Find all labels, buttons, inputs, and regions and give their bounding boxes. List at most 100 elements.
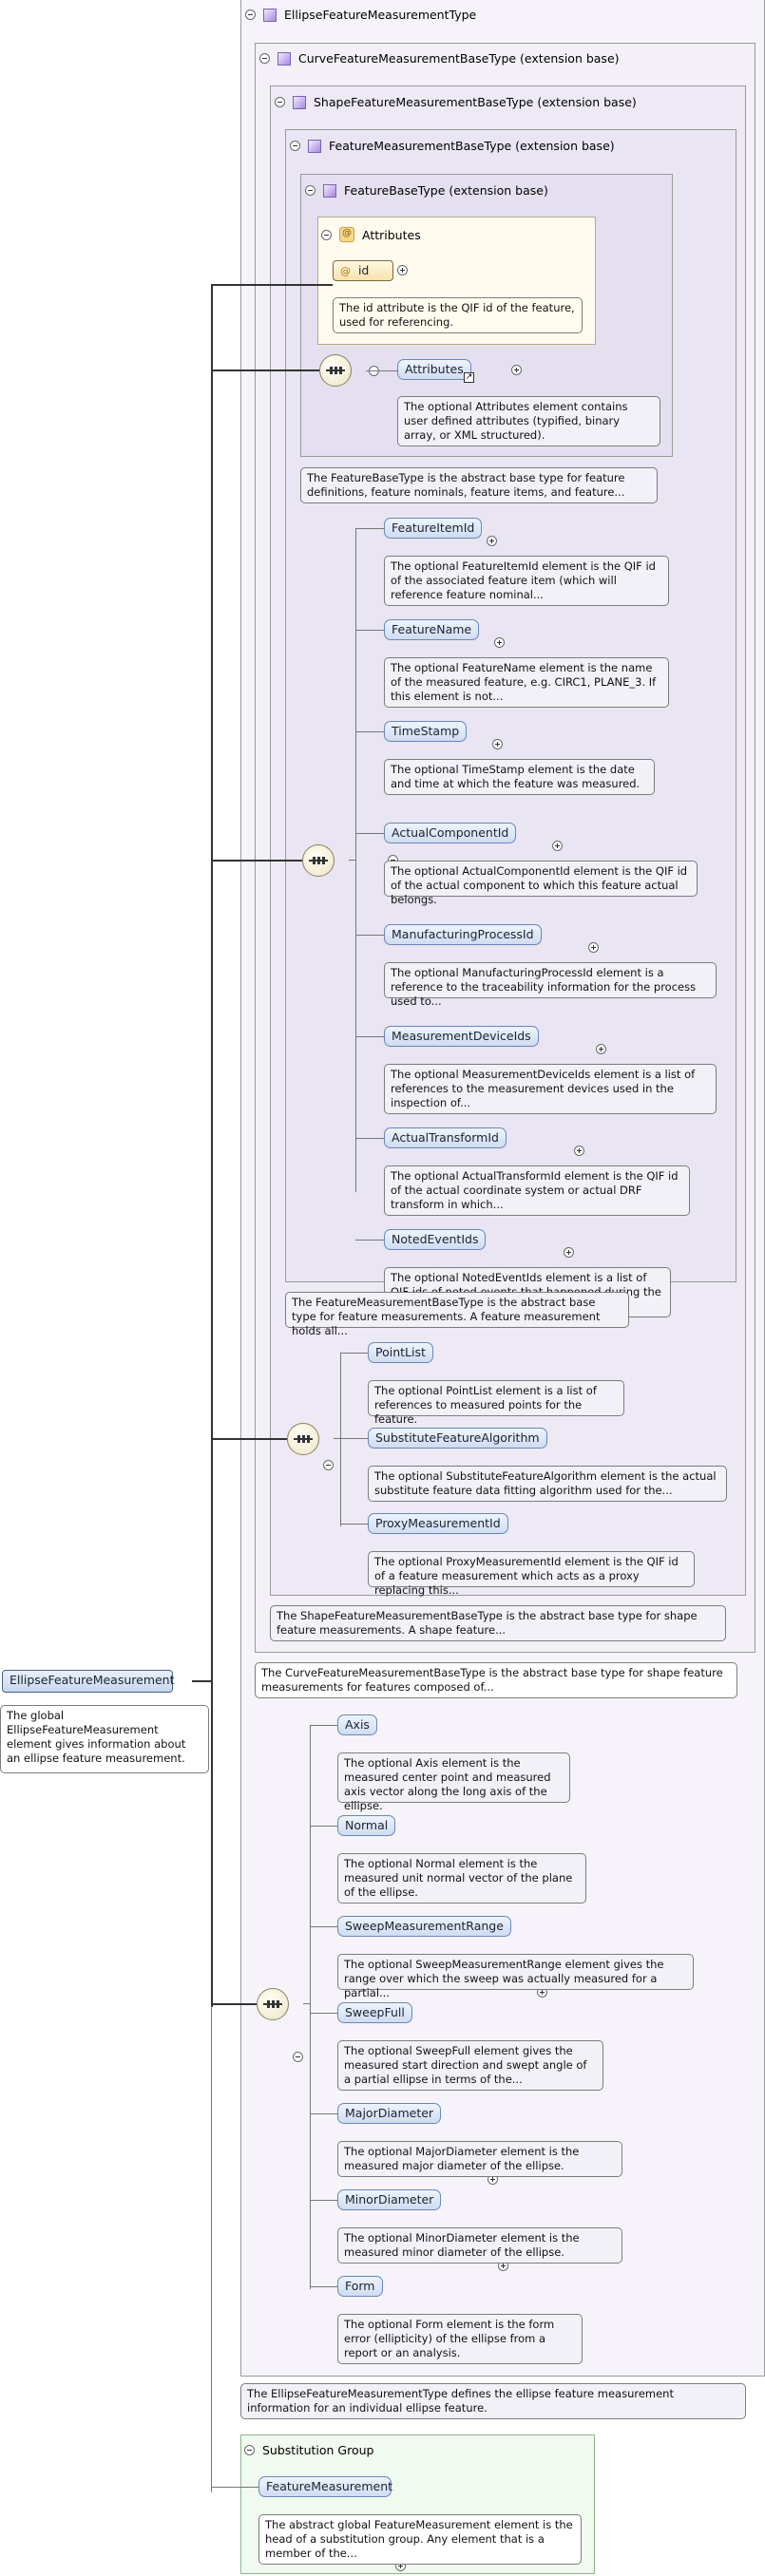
connector: [310, 2200, 337, 2201]
collapse-icon[interactable]: [293, 2052, 303, 2062]
expand-icon[interactable]: [510, 365, 522, 375]
attributes-element[interactable]: Attributes: [397, 359, 471, 380]
element-label: ActualTransformId: [392, 1130, 499, 1145]
expand-icon[interactable]: [574, 1146, 584, 1156]
ellipse-doc: The EllipseFeatureMeasurementType define…: [240, 2383, 746, 2419]
collapse-icon[interactable]: [244, 2445, 255, 2455]
element-doc: The optional TimeStamp element is the da…: [384, 759, 655, 795]
shape-doc: The ShapeFeatureMeasurementBaseType is t…: [270, 1605, 726, 1641]
collapse-icon[interactable]: [321, 229, 332, 240]
expand-icon[interactable]: [494, 637, 505, 648]
feature-measurement-doc: The abstract global FeatureMeasurement e…: [258, 2514, 582, 2565]
featmeas-type-header[interactable]: FeatureMeasurementBaseType (extension ba…: [290, 139, 615, 153]
element-featureitemid[interactable]: FeatureItemId: [384, 518, 483, 539]
collapse-icon[interactable]: [245, 9, 256, 20]
element-normal[interactable]: Normal: [337, 1815, 396, 1836]
expand-icon[interactable]: [596, 1044, 606, 1054]
complex-type-icon: [308, 139, 321, 153]
sequence-icon[interactable]: [302, 844, 335, 877]
element-label: ActualComponentId: [392, 825, 509, 840]
expand-icon[interactable]: [588, 942, 599, 953]
element-sweepmeasurementrange[interactable]: SweepMeasurementRange: [337, 1916, 511, 1937]
feature-measurement-element[interactable]: FeatureMeasurement: [258, 2476, 392, 2497]
connector: [211, 369, 319, 371]
connector: [355, 528, 384, 529]
connector: [310, 2113, 337, 2114]
collapse-icon[interactable]: [305, 185, 316, 196]
element-timestamp[interactable]: TimeStamp: [384, 721, 468, 742]
connector: [355, 529, 356, 1192]
element-actualcomponentid[interactable]: ActualComponentId: [384, 823, 517, 843]
connector: [349, 860, 355, 861]
expand-icon[interactable]: [564, 1247, 574, 1258]
collapse-icon[interactable]: [275, 97, 285, 107]
curve-type-header[interactable]: CurveFeatureMeasurementBaseType (extensi…: [259, 51, 620, 66]
element-doc: The optional SweepMeasurementRange eleme…: [337, 1954, 694, 1999]
element-label: Normal: [345, 1818, 389, 1832]
collapse-icon[interactable]: [323, 1460, 334, 1470]
element-label: ProxyMeasurementId: [375, 1516, 501, 1530]
expand-icon[interactable]: [552, 841, 563, 851]
attribute-group-icon: @: [339, 227, 354, 242]
element-actualtransformid[interactable]: ActualTransformId: [384, 1127, 507, 1148]
element-axis[interactable]: Axis: [337, 1714, 377, 1735]
chain-glyph: [326, 367, 345, 374]
expand-icon[interactable]: [487, 536, 497, 546]
element-notedeventids[interactable]: NotedEventIds: [384, 1229, 487, 1250]
element-manufacturingprocessid[interactable]: ManufacturingProcessId: [384, 924, 542, 945]
connector: [340, 1438, 368, 1439]
attributes-element-doc: The optional Attributes element contains…: [397, 396, 660, 446]
element-proxymeasurementid[interactable]: ProxyMeasurementId: [368, 1513, 508, 1534]
id-attribute[interactable]: @ id: [333, 260, 393, 281]
connector: [310, 2013, 337, 2014]
shape-type-header[interactable]: ShapeFeatureMeasurementBaseType (extensi…: [275, 95, 637, 109]
element-label: Axis: [345, 1717, 370, 1732]
sequence-icon[interactable]: [287, 1423, 319, 1455]
type-title: FeatureBaseType (extension base): [344, 183, 548, 198]
element-substitutefeaturealgorithm[interactable]: SubstituteFeatureAlgorithm: [368, 1428, 547, 1449]
connector: [340, 1353, 368, 1354]
element-sweepfull[interactable]: SweepFull: [337, 2002, 412, 2023]
expand-icon[interactable]: [492, 739, 503, 749]
element-label: PointList: [375, 1345, 426, 1359]
element-label: SubstituteFeatureAlgorithm: [375, 1430, 540, 1445]
element-doc: The optional Form element is the form er…: [337, 2314, 583, 2364]
sequence-icon[interactable]: [319, 354, 352, 387]
element-label: MinorDiameter: [345, 2192, 434, 2207]
attributes-group-header[interactable]: @ Attributes: [321, 227, 421, 242]
chain-glyph: [263, 2000, 282, 2008]
element-doc: The optional FeatureName element is the …: [384, 657, 669, 708]
id-label: id: [357, 263, 370, 277]
substitution-group-header[interactable]: Substitution Group: [244, 2443, 373, 2457]
element-measurementdeviceids[interactable]: MeasurementDeviceIds: [384, 1026, 539, 1047]
connector: [355, 1138, 384, 1139]
featbase-type-header[interactable]: FeatureBaseType (extension base): [305, 183, 548, 198]
connector: [310, 1725, 337, 1726]
connector: [310, 2286, 337, 2287]
type-title: ShapeFeatureMeasurementBaseType (extensi…: [314, 95, 637, 109]
connector: [192, 1680, 213, 1682]
element-majordiameter[interactable]: MajorDiameter: [337, 2103, 442, 2124]
element-form[interactable]: Form: [337, 2276, 383, 2297]
collapse-icon[interactable]: [290, 141, 300, 151]
connector: [211, 2003, 257, 2005]
element-pointlist[interactable]: PointList: [368, 1342, 433, 1363]
element-doc: The optional ActualComponentId element i…: [384, 861, 698, 906]
connector: [310, 1826, 337, 1827]
expand-icon[interactable]: [397, 265, 408, 275]
sequence-icon[interactable]: [257, 1988, 289, 2020]
element-featurename[interactable]: FeatureName: [384, 619, 480, 640]
ellipse-feature-measurement-element[interactable]: EllipseFeatureMeasurement: [2, 1670, 175, 1693]
connector: [211, 284, 333, 286]
connector: [310, 1725, 311, 2289]
element-minordiameter[interactable]: MinorDiameter: [337, 2189, 442, 2210]
collapse-icon[interactable]: [259, 53, 270, 64]
element-doc: The optional FeatureItemId element is th…: [384, 556, 669, 606]
ellipse-type-header[interactable]: EllipseFeatureMeasurementType: [245, 8, 476, 22]
element-doc: The optional MajorDiameter element is th…: [337, 2141, 622, 2177]
element-label: SweepMeasurementRange: [345, 1919, 504, 1933]
element-label: FeatureName: [392, 622, 472, 636]
element-label: EllipseFeatureMeasurement: [10, 1673, 175, 1687]
